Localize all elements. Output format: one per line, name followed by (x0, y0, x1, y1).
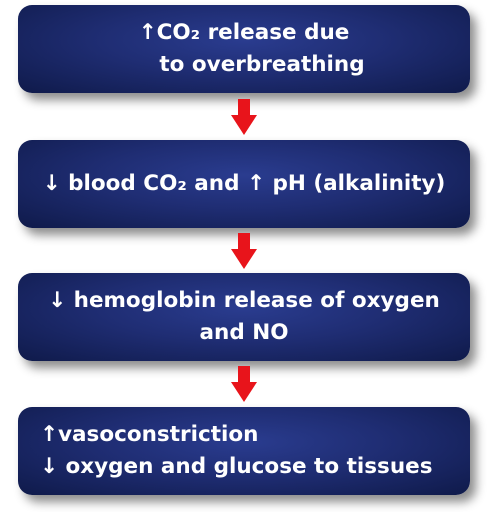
step-box-co2-release: ↑CO₂ release due to overbreathing (18, 5, 470, 93)
step-text-line: ↑vasoconstriction (40, 421, 259, 447)
step-text-line: and NO (199, 320, 289, 345)
step-text-line: ↑CO₂ release due (138, 19, 350, 45)
down-arrow-icon (231, 366, 257, 402)
step-text-line: ↓ blood CO₂ and ↑ pH (alkalinity) (42, 170, 446, 196)
step-box-vasoconstriction: ↑vasoconstriction ↓ oxygen and glucose t… (18, 407, 470, 495)
down-arrow-icon (231, 233, 257, 269)
step-box-hemoglobin: ↓ hemoglobin release of oxygen and NO (18, 273, 470, 361)
down-arrow-icon (231, 99, 257, 135)
step-text-line: ↓ oxygen and glucose to tissues (40, 454, 433, 479)
step-text-line: ↓ hemoglobin release of oxygen (48, 287, 440, 313)
step-box-blood-co2: ↓ blood CO₂ and ↑ pH (alkalinity) (18, 140, 470, 228)
step-text-line: to overbreathing (159, 52, 365, 77)
